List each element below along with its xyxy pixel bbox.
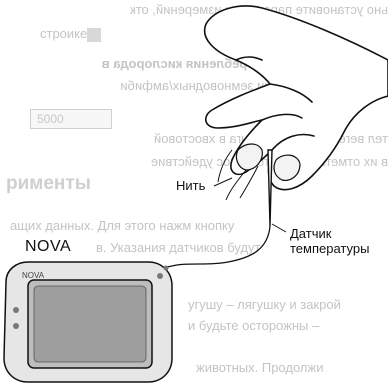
temperature-sensor-probe [268, 150, 272, 226]
sensor-label-line1: Датчик [290, 226, 331, 241]
thread-label: Нить [176, 178, 205, 193]
device-logo-text: NOVA [22, 268, 44, 283]
sensor-label-line2: температуры [290, 241, 369, 256]
device-brand-label: NOVA [25, 238, 71, 256]
